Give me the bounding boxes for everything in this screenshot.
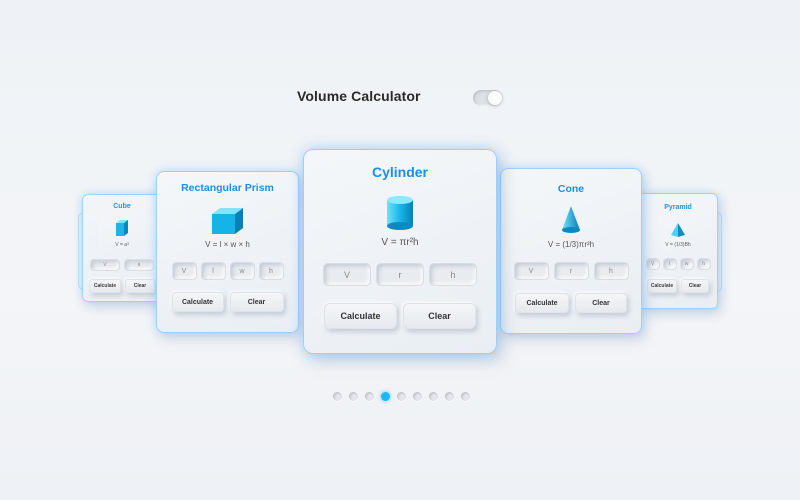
input-row: V a bbox=[83, 259, 161, 271]
prism-length-input[interactable]: l bbox=[200, 262, 226, 280]
cube-side-input[interactable]: a bbox=[124, 259, 154, 271]
cone-height-input[interactable]: h bbox=[593, 262, 629, 280]
card-title: Cone bbox=[557, 183, 585, 195]
pagination-dots bbox=[333, 392, 470, 401]
card-title: Cube bbox=[113, 203, 131, 210]
calculate-button[interactable]: Calculate bbox=[89, 279, 121, 293]
cylinder-icon bbox=[386, 195, 414, 236]
pyramid-icon bbox=[670, 222, 686, 243]
card-formula: V = πr²h bbox=[381, 237, 419, 248]
input-row: V l w h bbox=[157, 262, 298, 280]
pyramid-volume-input[interactable]: V bbox=[645, 258, 660, 270]
clear-button[interactable]: Clear bbox=[681, 279, 709, 293]
calculate-button[interactable]: Calculate bbox=[515, 293, 569, 313]
pyramid-length-input[interactable]: l bbox=[662, 258, 677, 270]
calculate-button[interactable]: Calculate bbox=[324, 303, 397, 329]
card-title: Rectangular Prism bbox=[181, 182, 274, 194]
card-formula: V = l × w × h bbox=[205, 240, 250, 249]
pagination-dot[interactable] bbox=[461, 392, 470, 401]
cube-icon bbox=[114, 219, 130, 242]
pagination-dot[interactable] bbox=[413, 392, 422, 401]
card-cube[interactable]: Cube V = a³ V a Calculate Clear bbox=[82, 194, 162, 302]
card-formula: V = a³ bbox=[115, 242, 129, 248]
header: Volume Calculator bbox=[297, 88, 517, 110]
pagination-dot[interactable] bbox=[429, 392, 438, 401]
cone-volume-input[interactable]: V bbox=[513, 262, 549, 280]
card-formula: V = (1/3)Bh bbox=[665, 242, 691, 248]
input-row: V r h bbox=[304, 263, 496, 286]
pyramid-width-input[interactable]: w bbox=[679, 258, 694, 270]
card-formula: V = (1/3)πr²h bbox=[547, 240, 595, 249]
cylinder-height-input[interactable]: h bbox=[429, 263, 477, 286]
card-rectangular-prism[interactable]: Rectangular Prism V = l × w × h V l w h … bbox=[156, 171, 299, 333]
calculate-button[interactable]: Calculate bbox=[171, 292, 224, 312]
input-row: V r h bbox=[501, 262, 641, 280]
card-cylinder[interactable]: Cylinder V = πr²h V r h Calculate Clear bbox=[303, 149, 497, 354]
card-title: Pyramid bbox=[664, 204, 692, 211]
prism-width-input[interactable]: w bbox=[229, 262, 255, 280]
pyramid-height-input[interactable]: h bbox=[696, 258, 711, 270]
cylinder-volume-input[interactable]: V bbox=[323, 263, 371, 286]
input-row: V l w h bbox=[639, 258, 717, 270]
card-title: Cylinder bbox=[371, 164, 428, 180]
clear-button[interactable]: Clear bbox=[403, 303, 476, 329]
cone-radius-input[interactable]: r bbox=[553, 262, 589, 280]
button-row: Calculate Clear bbox=[157, 292, 298, 312]
cone-icon bbox=[561, 205, 581, 240]
card-pyramid[interactable]: Pyramid V = (1/3)Bh V l w h Calculate Cl… bbox=[638, 193, 718, 309]
toggle-knob bbox=[488, 91, 502, 105]
pagination-dot[interactable] bbox=[365, 392, 374, 401]
box-icon bbox=[211, 206, 245, 241]
cube-volume-input[interactable]: V bbox=[90, 259, 120, 271]
clear-button[interactable]: Clear bbox=[125, 279, 155, 293]
card-cone[interactable]: Cone V = (1/3)πr²h V r h Calculate Clear bbox=[500, 168, 642, 334]
cylinder-radius-input[interactable]: r bbox=[376, 263, 424, 286]
clear-button[interactable]: Clear bbox=[229, 292, 284, 312]
prism-height-input[interactable]: h bbox=[258, 262, 284, 280]
prism-volume-input[interactable]: V bbox=[171, 262, 197, 280]
calculate-button[interactable]: Calculate bbox=[647, 279, 677, 293]
pagination-dot[interactable] bbox=[381, 392, 390, 401]
theme-toggle[interactable] bbox=[473, 90, 503, 106]
button-row: Calculate Clear bbox=[83, 279, 161, 293]
clear-button[interactable]: Clear bbox=[575, 293, 627, 313]
pagination-dot[interactable] bbox=[397, 392, 406, 401]
pagination-dot[interactable] bbox=[445, 392, 454, 401]
pagination-dot[interactable] bbox=[349, 392, 358, 401]
page-title: Volume Calculator bbox=[297, 88, 421, 104]
button-row: Calculate Clear bbox=[501, 293, 641, 313]
pagination-dot[interactable] bbox=[333, 392, 342, 401]
button-row: Calculate Clear bbox=[304, 303, 496, 329]
button-row: Calculate Clear bbox=[639, 279, 717, 293]
